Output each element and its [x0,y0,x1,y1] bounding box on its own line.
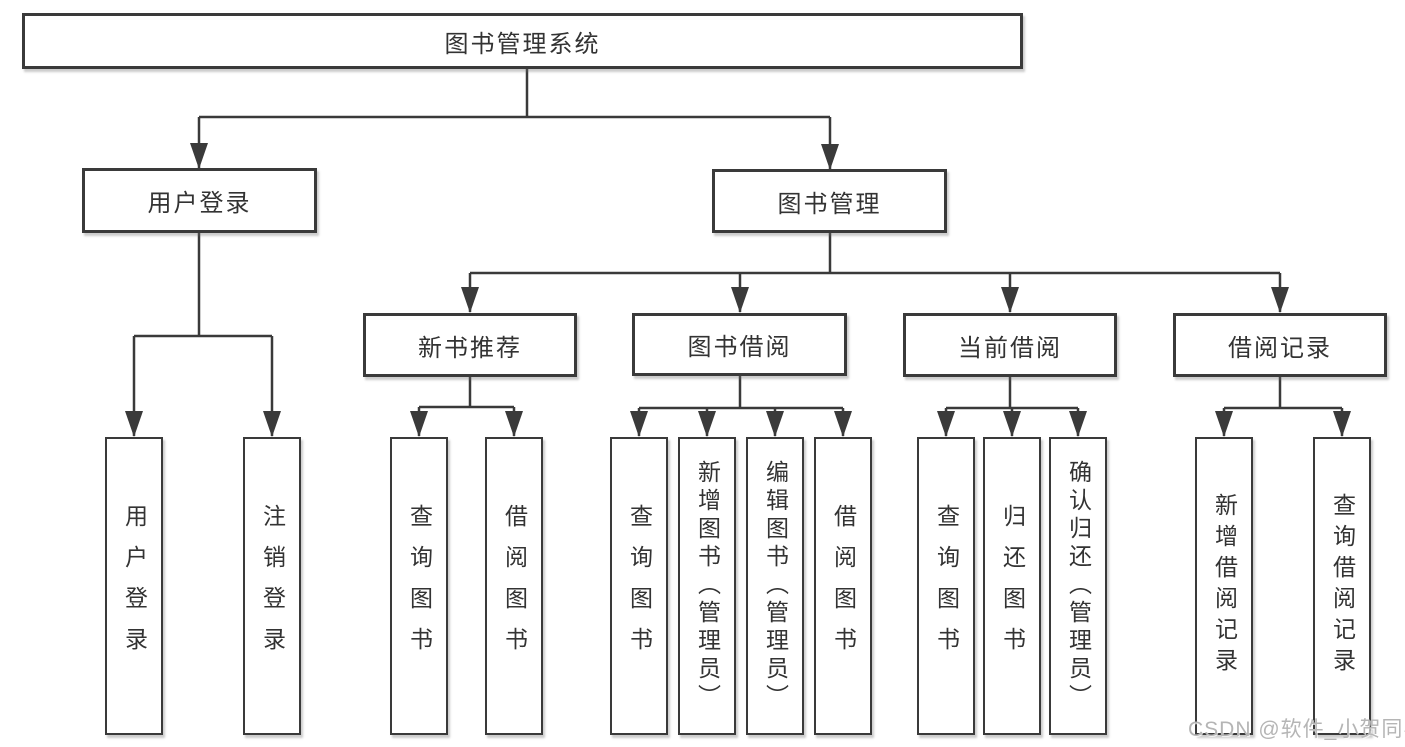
leaf-query-books-borrow: 查询图书 [610,437,668,735]
leaf-user-login: 用户登录 [105,437,163,735]
leaf-borrow-books: 借阅图书 [814,437,872,735]
leaf-confirm-return-admin: 确认归还（管理员） [1049,437,1107,735]
node-label: 当前借阅 [958,334,1062,362]
leaf-label: 查询借阅记录 [1329,493,1356,679]
leaf-add-borrow-record: 新增借阅记录 [1195,437,1253,735]
leaf-borrow-books-recommend: 借阅图书 [485,437,543,735]
leaf-add-book-admin: 新增图书（管理员） [678,437,736,735]
node-label: 图书借阅 [687,334,792,361]
leaf-query-borrow-record: 查询借阅记录 [1313,437,1371,735]
node-book-management: 图书管理 [712,169,947,233]
node-library-system: 图书管理系统 [22,13,1023,69]
watermark: CSDN @软件_小贺同学 [1188,718,1405,741]
leaf-label: 查询图书 [626,504,653,668]
leaf-query-books-current: 查询图书 [917,437,975,735]
leaf-edit-book-admin: 编辑图书（管理员） [746,437,804,735]
leaf-label: 编辑图书（管理员） [762,460,789,712]
node-borrow-records: 借阅记录 [1173,313,1387,377]
leaf-label: 借阅图书 [501,504,528,668]
node-label: 图书管理 [777,190,882,218]
leaf-label: 查询图书 [406,504,433,668]
node-user-login: 用户登录 [82,168,317,233]
node-new-book-recommend: 新书推荐 [363,313,577,377]
leaf-label: 用户登录 [121,504,148,668]
node-label: 借阅记录 [1228,334,1332,362]
node-label: 新书推荐 [418,334,522,362]
leaf-label: 新增借阅记录 [1211,493,1238,679]
node-book-borrow: 图书借阅 [632,313,847,376]
leaf-query-books-recommend: 查询图书 [390,437,448,735]
node-label: 图书管理系统 [444,30,601,58]
leaf-label: 注销登录 [259,504,286,668]
leaf-label: 新增图书（管理员） [694,460,721,712]
node-label: 用户登录 [147,190,252,217]
leaf-label: 借阅图书 [830,504,857,668]
leaf-logout: 注销登录 [243,437,301,735]
leaf-label: 查询图书 [933,504,960,668]
leaf-label: 归还图书 [999,504,1026,668]
node-current-borrow: 当前借阅 [903,313,1117,377]
leaf-return-book: 归还图书 [983,437,1041,735]
leaf-label: 确认归还（管理员） [1065,460,1092,712]
